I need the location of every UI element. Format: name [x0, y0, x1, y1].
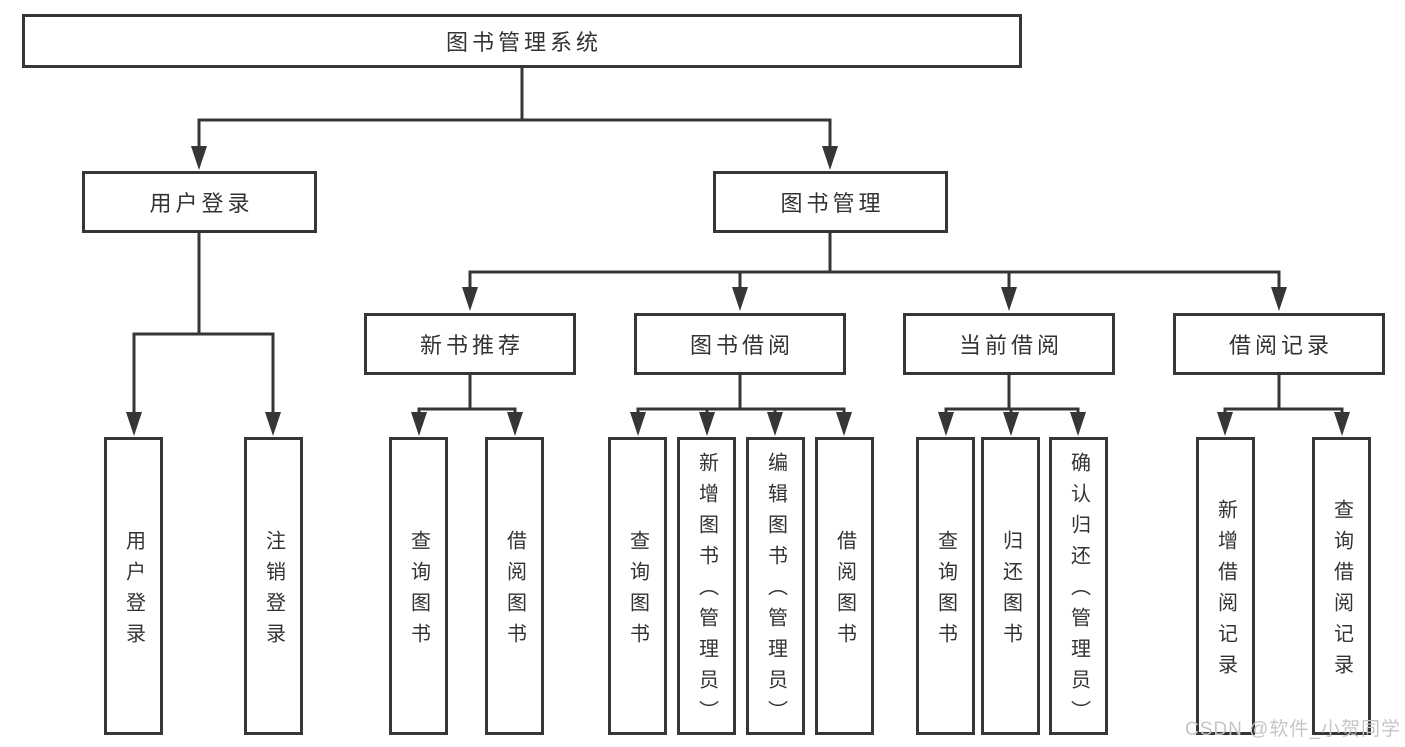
arrowhead: [822, 146, 838, 170]
arrowhead: [938, 412, 954, 436]
leaf-return-books: 归还图书: [981, 437, 1040, 735]
leaf-confirm-return-admin: 确认归还（管理员）: [1049, 437, 1108, 735]
node-new-book-recommendation: 新书推荐: [364, 313, 576, 375]
arrowhead: [411, 412, 427, 436]
leaf-user-login: 用户登录: [104, 437, 163, 735]
node-book-management: 图书管理: [713, 171, 948, 233]
node-new-book-recommendation-label: 新书推荐: [419, 333, 524, 358]
leaf-logout-label: 注销登录: [262, 529, 285, 654]
node-book-management-label: 图书管理: [780, 191, 885, 216]
leaf-logout: 注销登录: [244, 437, 303, 735]
node-book-borrowing-label: 图书借阅: [689, 333, 794, 358]
leaf-add-borrow-record-label: 新增借阅记录: [1214, 498, 1237, 685]
leaf-query-books-recommend-label: 查询图书: [407, 529, 430, 654]
node-book-borrowing: 图书借阅: [634, 313, 846, 375]
arrowhead: [265, 412, 281, 436]
leaf-query-borrow-record-label: 查询借阅记录: [1330, 498, 1353, 685]
leaf-user-login-label: 用户登录: [122, 529, 145, 654]
leaf-borrow-books-recommend: 借阅图书: [485, 437, 544, 735]
node-root-label: 图书管理系统: [445, 30, 602, 55]
node-current-borrowing: 当前借阅: [903, 313, 1115, 375]
connector-bookmgmt-split: [468, 270, 1281, 290]
arrowhead: [699, 412, 715, 436]
leaf-query-books-borrowing: 查询图书: [608, 437, 667, 735]
node-user-login-label: 用户登录: [149, 191, 254, 216]
leaf-query-borrow-record: 查询借阅记录: [1312, 437, 1371, 735]
connector-borrowing-split: [636, 407, 846, 414]
leaf-confirm-return-admin-label: 确认归还（管理员）: [1067, 452, 1090, 731]
arrowhead: [1003, 412, 1019, 436]
connector-root-split: [197, 118, 832, 148]
arrowhead: [1271, 287, 1287, 311]
arrowhead: [1334, 412, 1350, 436]
connector-userlogin-split: [132, 332, 275, 414]
leaf-add-borrow-record: 新增借阅记录: [1196, 437, 1255, 735]
leaf-query-books-current-label: 查询图书: [934, 529, 957, 654]
connector-records-split: [1223, 407, 1344, 414]
leaf-borrow-books-borrowing: 借阅图书: [815, 437, 874, 735]
arrowhead: [630, 412, 646, 436]
node-borrowing-records-label: 借阅记录: [1228, 333, 1333, 358]
leaf-borrow-books-borrowing-label: 借阅图书: [833, 529, 856, 654]
node-borrowing-records: 借阅记录: [1173, 313, 1385, 375]
arrowhead: [732, 287, 748, 311]
node-current-borrowing-label: 当前借阅: [958, 333, 1063, 358]
leaf-add-book-admin-label: 新增图书（管理员）: [695, 452, 718, 731]
arrowhead: [507, 412, 523, 436]
arrowhead: [126, 412, 142, 436]
leaf-return-books-label: 归还图书: [999, 529, 1022, 654]
arrowhead: [462, 287, 478, 311]
csdn-watermark: CSDN @软件_小贺同学: [1185, 719, 1401, 740]
leaf-query-books-borrowing-label: 查询图书: [626, 529, 649, 654]
leaf-edit-book-admin: 编辑图书（管理员）: [746, 437, 805, 735]
arrowhead: [1070, 412, 1086, 436]
arrowhead: [191, 146, 207, 170]
leaf-query-books-recommend: 查询图书: [389, 437, 448, 735]
leaf-borrow-books-recommend-label: 借阅图书: [503, 529, 526, 654]
leaf-query-books-current: 查询图书: [916, 437, 975, 735]
leaf-add-book-admin: 新增图书（管理员）: [677, 437, 736, 735]
arrowhead: [1001, 287, 1017, 311]
connector-recommend-split: [417, 407, 517, 414]
leaf-edit-book-admin-label: 编辑图书（管理员）: [764, 452, 787, 731]
arrowhead: [1217, 412, 1233, 436]
node-root: 图书管理系统: [22, 14, 1022, 68]
node-user-login: 用户登录: [82, 171, 317, 233]
arrowhead: [836, 412, 852, 436]
arrowhead: [767, 412, 783, 436]
